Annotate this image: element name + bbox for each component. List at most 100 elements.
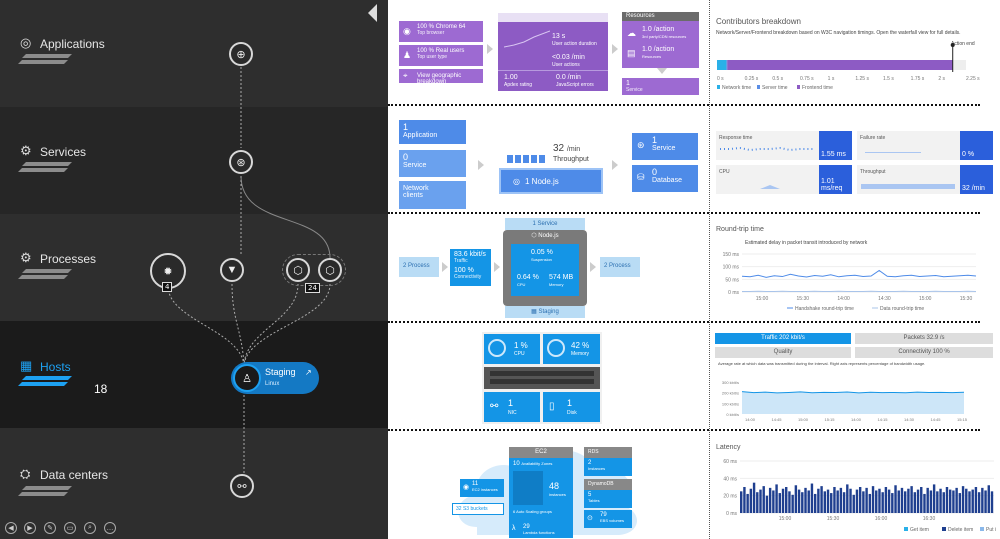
tier-label-hosts[interactable]: Hosts: [40, 360, 71, 374]
host-name: Staging: [265, 367, 296, 377]
lambda-label: Lambda functions: [523, 530, 555, 535]
hosts-stripes: [18, 376, 72, 390]
tier-applications[interactable]: [0, 0, 388, 107]
response-time-tile[interactable]: Response time 1.55 ms: [716, 131, 852, 160]
tier-label-datacenters[interactable]: Data centers: [40, 468, 109, 482]
lambda-card[interactable]: λ 29 Lambda functions: [509, 522, 573, 538]
process-node-shield[interactable]: ▼: [220, 258, 244, 282]
latency-bar: [968, 491, 971, 513]
rtt-xtick: 15:00: [756, 296, 769, 302]
ec2-header[interactable]: EC2: [509, 447, 573, 458]
ec2-label: EC2 instances: [472, 487, 498, 492]
ec2-panel[interactable]: 10 Availability Zones 48 instances 6 Aut…: [509, 458, 573, 524]
traffic-card[interactable]: 83.6 kbit/s Traffic 100 % Connectivity: [450, 249, 491, 286]
throughput-unit: /min: [566, 146, 581, 153]
more-icon[interactable]: …: [104, 522, 116, 534]
failure-rate-tile[interactable]: Failure rate 0 %: [857, 131, 993, 160]
dynamo-header[interactable]: DynamoDB: [584, 479, 632, 490]
host-nic-card[interactable]: ⚯ 1 NIC: [484, 392, 540, 422]
dynamo-sub: Tables: [588, 498, 600, 503]
nodejs-service-box[interactable]: ◎ 1 Node.js: [499, 168, 603, 194]
user-actions-panel[interactable]: 13 s User action duration <0.03 /min Use…: [498, 13, 608, 91]
process-service-header[interactable]: 1 Service: [505, 218, 585, 230]
network-clients-card[interactable]: Network clients: [399, 181, 466, 209]
latency-bar: [756, 492, 759, 513]
latency-bar: [849, 488, 852, 513]
host-nic-label: NIC: [508, 410, 517, 416]
legend-swatch: [797, 85, 800, 89]
application-card[interactable]: 1 Application: [399, 120, 466, 144]
zoom-icon[interactable]: ⌕: [84, 522, 96, 534]
s3-card[interactable]: 32 S3 buckets: [452, 503, 504, 515]
service-callers-card[interactable]: 0 Service: [399, 150, 466, 177]
slides-icon[interactable]: ▭: [64, 522, 76, 534]
throughput-value-box: 32 /min: [960, 165, 993, 194]
latency-bar: [974, 487, 978, 513]
contrib-tick: 0 s: [717, 76, 724, 82]
ec2-instances-card[interactable]: ◉ 11 EC2 instances: [460, 479, 504, 497]
throughput-tile[interactable]: Throughput 32 /min: [857, 165, 993, 194]
host-panel[interactable]: 1 % CPU 42 % Memory ⚯ 1 NIC ▯ 1 Disk: [482, 332, 602, 424]
rds-card[interactable]: 2 Instances: [584, 458, 632, 476]
application-node[interactable]: ⊕: [229, 42, 253, 66]
users-pct: 100 %: [417, 48, 435, 54]
throughput-metric: 32 /min: [553, 143, 580, 154]
host-cpu-card[interactable]: 1 % CPU: [484, 334, 540, 364]
duration-sparkline: [504, 30, 550, 48]
connectivity-tab[interactable]: Connectivity 100 %: [855, 347, 993, 358]
top-browser-card[interactable]: ◉ 100 % Chrome 64 Top browser: [399, 21, 483, 42]
ebs-card[interactable]: ⊙ 79 EBS volumes: [584, 510, 632, 528]
database-card[interactable]: ⛁ 0 Database: [632, 165, 698, 192]
incoming-process-box[interactable]: 2 Process: [399, 257, 439, 277]
rtt-legend-item: Handshake round-trip time: [795, 306, 854, 312]
process-box[interactable]: ⬡ Node.js 0.05 % Suspension 0.64 % CPU 5…: [503, 230, 587, 306]
traffic-tab[interactable]: Traffic 202 kbit/s: [715, 333, 851, 344]
latency-bar: [778, 493, 781, 513]
user-icon: ♟: [403, 50, 412, 60]
service-node[interactable]: ⊛: [229, 150, 253, 174]
throughput-tile-value: 32 /min: [962, 185, 985, 192]
app-service-card[interactable]: 1 Service: [622, 78, 699, 95]
prev-icon[interactable]: ◀: [5, 522, 17, 534]
datacenter-node[interactable]: ⚯: [230, 474, 254, 498]
latency-legend-item: Put item: [986, 527, 996, 533]
cpu-tile[interactable]: CPU 1.01 ms/req: [716, 165, 852, 194]
host-disk-card[interactable]: ▯ 1 Disk: [543, 392, 600, 422]
callers-service-count: 0: [403, 152, 409, 162]
cpu-sparkline: [720, 185, 814, 189]
tier-datacenters[interactable]: [0, 428, 388, 539]
host-memory-card[interactable]: 42 % Memory: [543, 334, 600, 364]
host-node-staging[interactable]: ♙ Staging Linux ↗: [231, 362, 319, 394]
process-host-footer[interactable]: ▦ Staging: [505, 306, 585, 318]
geo-breakdown-link[interactable]: ⌖ View geographic breakdown: [399, 69, 483, 85]
outgoing-process-box[interactable]: 2 Process: [600, 257, 640, 277]
res2-value: 1.0 /action: [642, 46, 675, 53]
tier-hosts[interactable]: [0, 321, 388, 428]
volume-icon: ⊙: [587, 515, 593, 522]
pen-icon[interactable]: ✎: [44, 522, 56, 534]
contrib-legend-item: Server time: [762, 85, 788, 91]
packets-tab[interactable]: Packets 32.9 /s: [855, 333, 993, 344]
rds-header[interactable]: RDS: [584, 447, 632, 458]
external-link-icon[interactable]: ↗: [305, 368, 312, 377]
tier-label-services[interactable]: Services: [40, 145, 87, 159]
top-user-type-card[interactable]: ♟ 100 % Real users Top user type: [399, 45, 483, 66]
resources-panel[interactable]: Resources ☁ 1.0 /action 3rd party/CDN re…: [622, 12, 699, 68]
dynamo-card[interactable]: 5 Tables: [584, 490, 632, 508]
process-node-nodejs-1[interactable]: ⬡: [286, 258, 310, 282]
server-rack: [484, 367, 600, 389]
tier-label-processes[interactable]: Processes: [40, 252, 97, 266]
process-node-nodejs-2[interactable]: ⬡: [318, 258, 342, 282]
row-divider: [388, 321, 980, 323]
quality-tab[interactable]: Quality: [715, 347, 851, 358]
caret-left-icon[interactable]: [368, 4, 377, 22]
tier-label-applications[interactable]: Applications: [40, 37, 105, 51]
latency-title: Latency: [716, 444, 741, 451]
next-icon[interactable]: ▶: [24, 522, 36, 534]
tier-services[interactable]: [0, 107, 388, 214]
host-os: Linux: [265, 381, 280, 387]
out-service-card[interactable]: ⊛ 1 Service: [632, 133, 698, 160]
latency-xtick: 16:30: [923, 516, 936, 522]
